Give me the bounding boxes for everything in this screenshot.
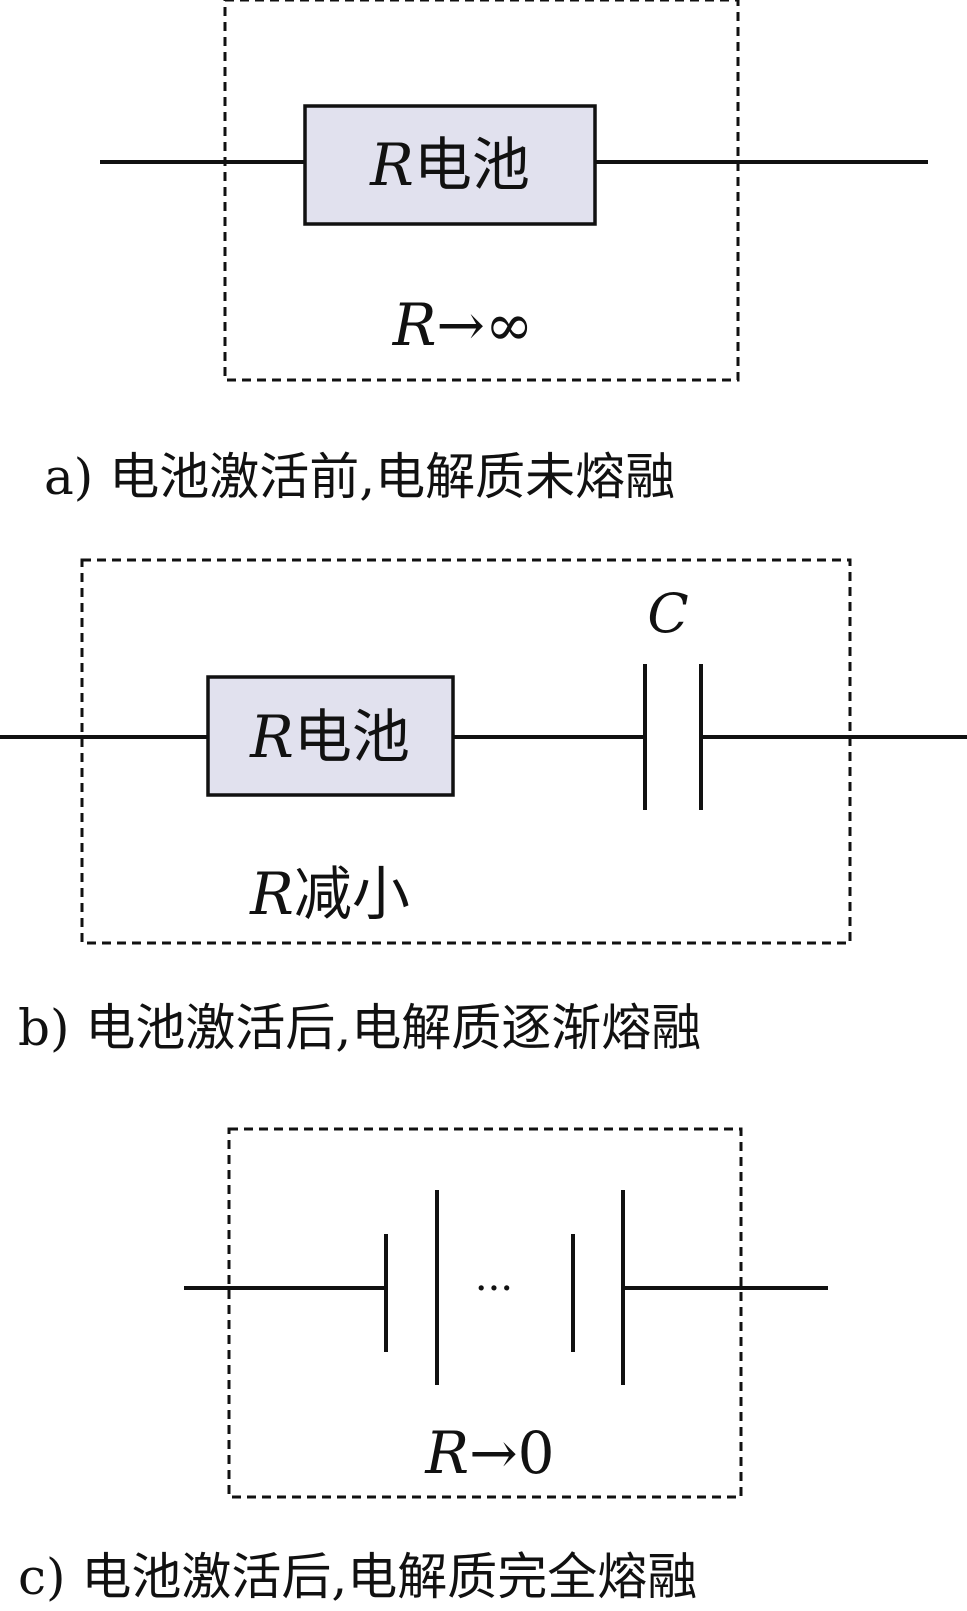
panel-a-resistor <box>303 104 597 226</box>
panel-b-state-label: R减小 <box>249 860 410 928</box>
panel-c: ··· R→0 <box>184 1127 828 1499</box>
panel-a-boundary <box>223 0 740 382</box>
panel-a: R电池 R→∞ <box>100 0 928 382</box>
panel-a-caption: a) 电池激活前,电解质未熔融 <box>44 448 675 506</box>
panel-a-state-label: R→∞ <box>392 291 534 359</box>
panel-b-resistor-label: R电池 <box>249 703 410 771</box>
panel-b: R电池 C R减小 <box>0 558 967 945</box>
panel-c-caption: c) 电池激活后,电解质完全熔融 <box>18 1548 697 1606</box>
panel-c-state-label: R→0 <box>424 1419 554 1487</box>
panel-b-capacitor-label: C <box>647 582 688 645</box>
panel-c-ellipsis: ··· <box>475 1266 513 1312</box>
panel-a-resistor-label: R电池 <box>369 131 530 199</box>
panel-b-caption: b) 电池激活后,电解质逐渐熔融 <box>18 999 701 1057</box>
panel-b-boundary <box>80 558 852 945</box>
panel-c-boundary <box>227 1127 743 1499</box>
